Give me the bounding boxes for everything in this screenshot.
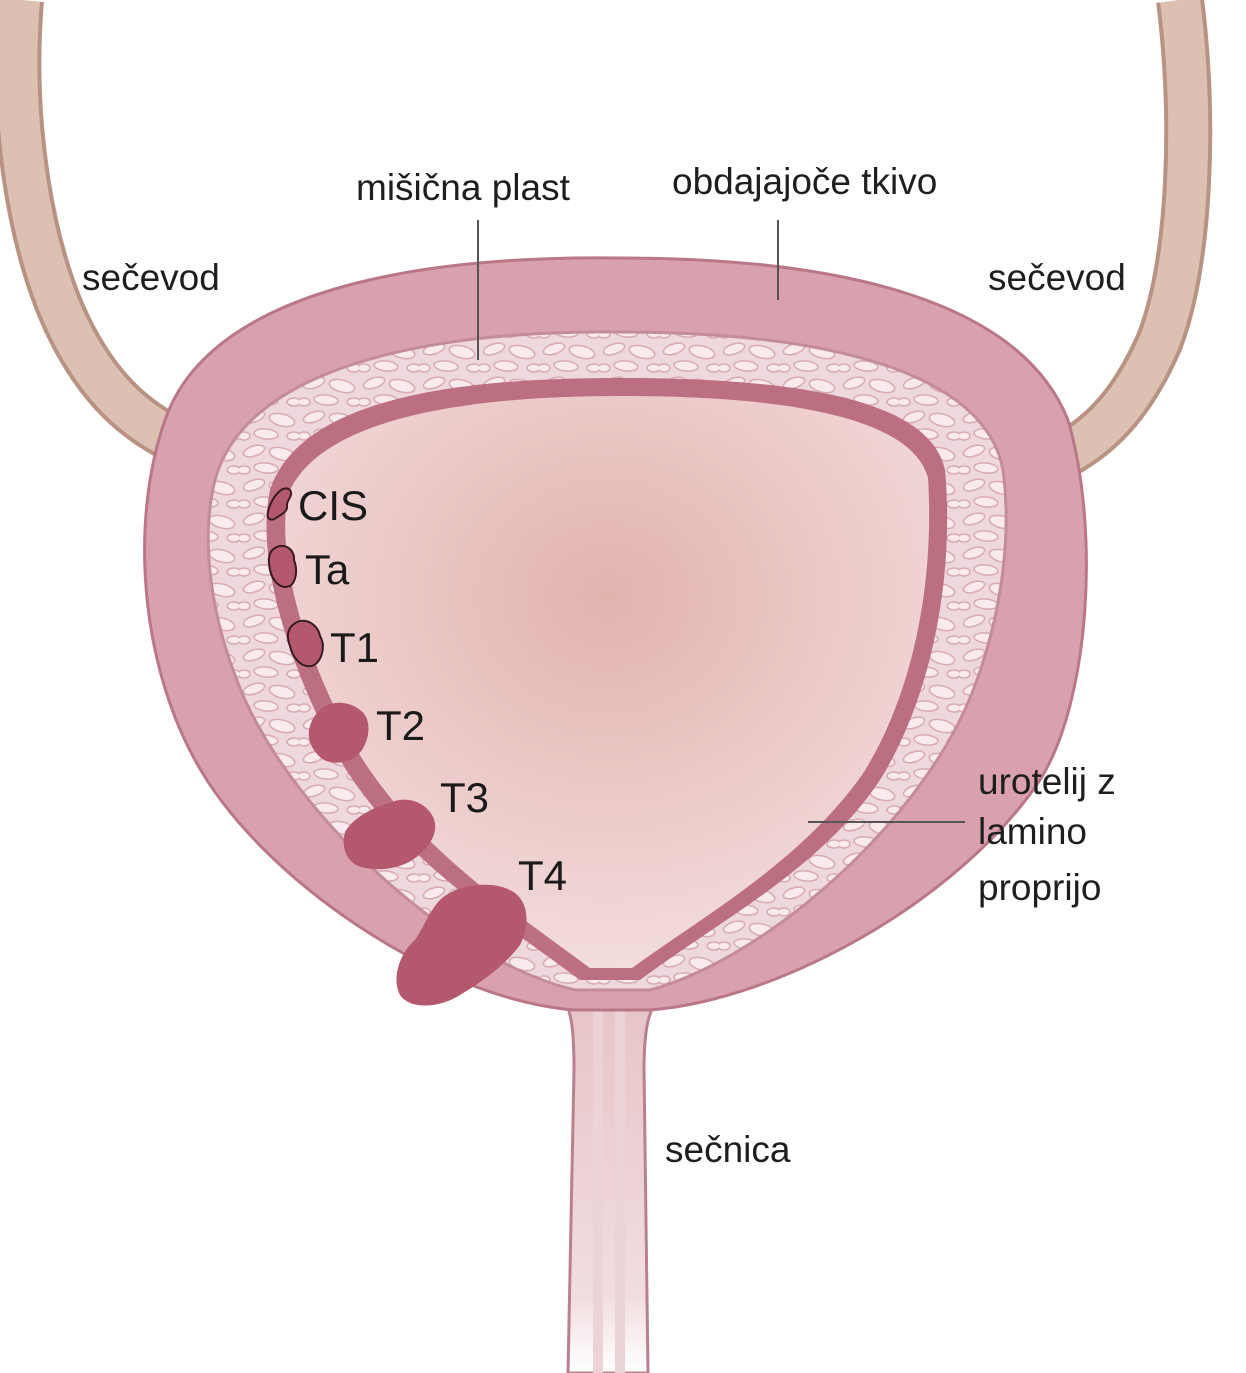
stage-label-ta: Ta xyxy=(305,546,350,593)
ureter-right-label: sečevod xyxy=(988,257,1126,298)
ureter-left-label: sečevod xyxy=(82,257,220,298)
surrounding-tissue-label: obdajajoče tkivo xyxy=(672,161,937,202)
urothelium-label-line3: proprijo xyxy=(978,867,1101,908)
bladder-lumen xyxy=(285,396,930,968)
ureter-left xyxy=(0,0,187,462)
muscle-layer-label: mišična plast xyxy=(356,167,571,208)
tumor-t3 xyxy=(343,799,436,870)
stage-label-t1: T1 xyxy=(330,624,379,671)
stage-label-t3: T3 xyxy=(440,774,489,821)
tumor-cis xyxy=(266,487,293,521)
urethra xyxy=(557,988,665,1373)
ureter-right xyxy=(1043,0,1213,482)
stage-label-cis: CIS xyxy=(298,482,368,529)
stage-label-t2: T2 xyxy=(376,702,425,749)
stage-label-t4: T4 xyxy=(518,852,567,899)
tumor-t1 xyxy=(286,619,324,668)
urothelium-label-line2: lamino xyxy=(978,811,1087,852)
tumor-t4 xyxy=(396,884,527,1006)
tumor-t2 xyxy=(308,702,369,763)
urethra-label: sečnica xyxy=(665,1129,791,1170)
urothelium-label-line1: urotelij z xyxy=(978,761,1116,802)
tumor-ta xyxy=(267,544,298,588)
